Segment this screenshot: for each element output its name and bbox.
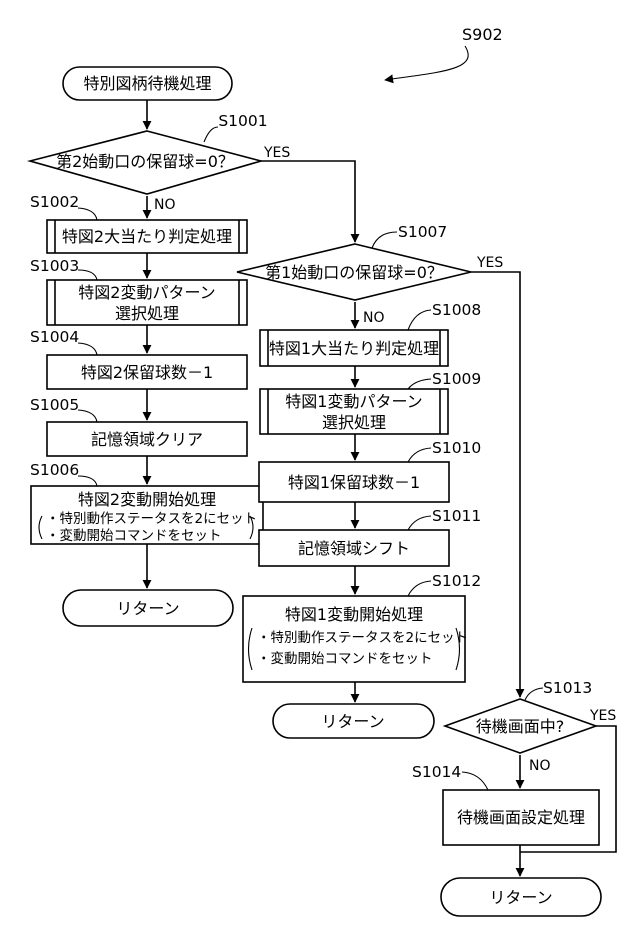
process-s1004-text: 特図2保留球数－1: [81, 363, 213, 382]
process-s1008-step: S1008: [432, 301, 481, 319]
process-s1011: 記憶領域シフト S1011: [259, 507, 481, 566]
process-s1010-step: S1010: [432, 439, 481, 457]
return-terminal-left: リターン: [63, 590, 233, 626]
process-s1006-line1: ・特別動作ステータスを2にセット: [46, 511, 257, 527]
process-s1011-step: S1011: [432, 507, 481, 525]
decision-s1007-step: S1007: [398, 223, 447, 241]
process-s1014: 待機画面設定処理 S1014: [412, 763, 599, 845]
decision-s1013-text: 待機画面中?: [476, 717, 565, 736]
decision-s1007-text: 第1始動口の保留球=0？: [265, 263, 443, 282]
return-mid-label: リターン: [321, 712, 384, 731]
process-s1012-step: S1012: [432, 572, 481, 590]
process-s1014-text: 待機画面設定処理: [457, 808, 585, 827]
arrow-d1007-yes: [471, 272, 520, 697]
decision-s1001-text: 第2始動口の保留球=0？: [56, 152, 234, 171]
process-s1003-line1: 特図2変動パターン: [78, 283, 215, 302]
process-s1011-text: 記憶領域シフト: [298, 539, 410, 558]
process-s1012-line1: ・特別動作ステータスを2にセット: [257, 630, 468, 646]
process-s1014-step: S1014: [412, 763, 461, 781]
process-s1002: 特図2大当たり判定処理 S1002: [30, 193, 247, 253]
process-s1004-step: S1004: [30, 328, 79, 346]
process-s1002-step: S1002: [30, 193, 79, 211]
process-s1008-text: 特図1大当たり判定処理: [269, 339, 439, 358]
process-s1006-title: 特図2変動開始処理: [78, 490, 216, 509]
process-s1005-text: 記憶領域クリア: [91, 430, 203, 449]
process-s1003-step: S1003: [30, 257, 79, 275]
decision-s1013-no: NO: [529, 758, 551, 774]
decision-s1001-step: S1001: [218, 112, 267, 130]
arrow-d1001-yes: [261, 161, 355, 242]
return-terminal-right: リターン: [441, 878, 601, 916]
decision-s1013: 待機画面中? S1013 YES NO: [445, 679, 616, 774]
process-s1012: 特図1変動開始処理 ・特別動作ステータスを2にセット ・変動開始コマンドをセット…: [243, 572, 481, 682]
figure-label: S902: [462, 25, 503, 44]
process-s1003-line2: 選択処理: [115, 304, 179, 323]
start-terminal-label: 特別図柄待機処理: [83, 74, 211, 93]
decision-s1007-yes: YES: [476, 255, 503, 271]
process-s1005-step: S1005: [30, 396, 79, 414]
start-terminal: 特別図柄待機処理: [63, 67, 232, 100]
figure-pointer-arrow: [385, 46, 468, 80]
process-s1010: 特図1保留球数－1 S1010: [259, 439, 481, 502]
decision-s1013-yes: YES: [589, 708, 616, 724]
process-s1004: 特図2保留球数－1 S1004: [30, 328, 247, 389]
process-s1006-step: S1006: [30, 461, 79, 479]
process-s1012-line2: ・変動開始コマンドをセット: [257, 650, 433, 667]
process-s1009-line2: 選択処理: [322, 413, 386, 432]
process-s1009: 特図1変動パターン 選択処理 S1009: [260, 370, 481, 434]
process-s1006-line2: ・変動開始コマンドをセット: [46, 527, 222, 544]
process-s1002-text: 特図2大当たり判定処理: [62, 227, 232, 246]
return-terminal-mid: リターン: [273, 704, 434, 738]
process-s1010-text: 特図1保留球数－1: [288, 473, 420, 492]
return-right-label: リターン: [489, 888, 552, 907]
process-s1012-title: 特図1変動開始処理: [285, 605, 423, 624]
decision-s1013-step: S1013: [543, 679, 592, 697]
decision-s1001-no: NO: [154, 197, 176, 213]
decision-s1001-yes: YES: [263, 145, 290, 161]
process-s1003: 特図2変動パターン 選択処理 S1003: [30, 257, 247, 325]
return-left-label: リターン: [116, 599, 179, 618]
decision-s1007-no: NO: [363, 310, 385, 326]
process-s1009-step: S1009: [432, 370, 481, 388]
process-s1005: 記憶領域クリア S1005: [30, 396, 247, 456]
process-s1009-line1: 特図1変動パターン: [285, 392, 422, 411]
